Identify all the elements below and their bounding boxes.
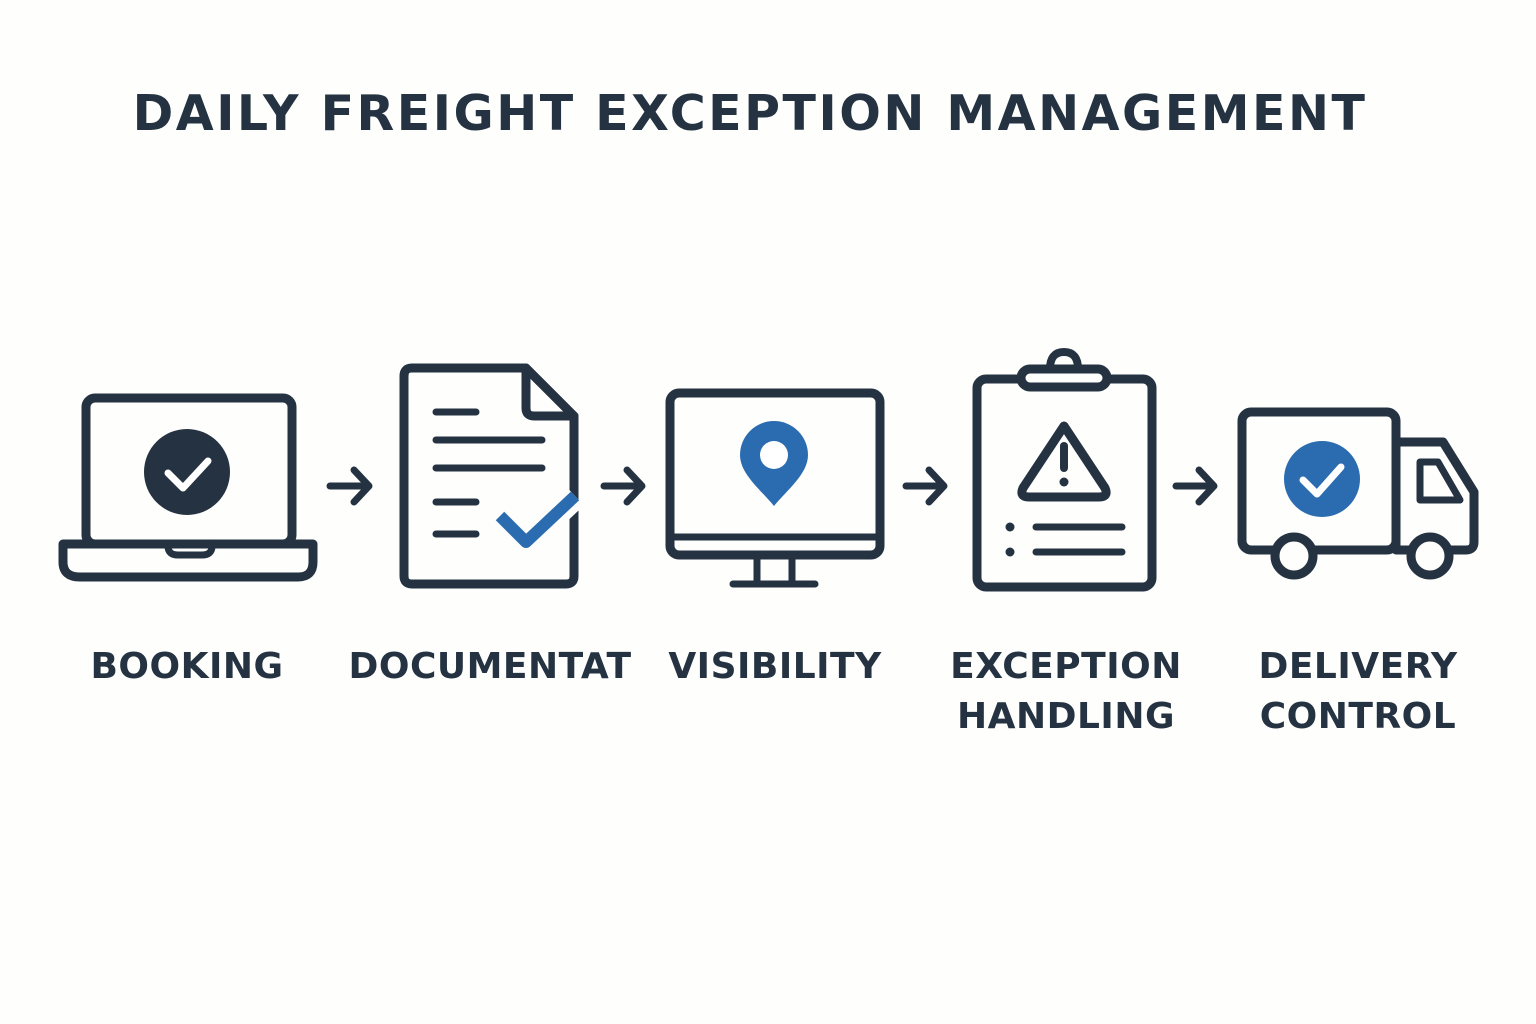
arrow-1 [326, 466, 373, 506]
step-label-line: VISIBILITY [668, 646, 882, 687]
step-label-line: BOOKING [90, 646, 284, 687]
step-label-line: HANDLING [956, 696, 1175, 737]
step-label-documentation: DOCUMENTAT [340, 642, 640, 692]
diagram-title: DAILY FREIGHT EXCEPTION MANAGEMENT [132, 85, 1368, 142]
arrow-3 [902, 466, 948, 506]
step-label-line: CONTROL [1259, 696, 1457, 737]
truck-check-icon [1237, 407, 1479, 580]
laptop-check-icon [58, 393, 318, 582]
monitor-location-icon [665, 388, 885, 588]
arrow-4 [1172, 466, 1218, 506]
step-label-visibility: VISIBILITY [625, 642, 925, 692]
step-label-line: DOCUMENTAT [348, 646, 632, 687]
step-label-exception-handling: EXCEPTION HANDLING [916, 642, 1216, 742]
step-label-line: DELIVERY [1258, 646, 1458, 687]
arrow-2 [600, 466, 646, 506]
step-label-line: EXCEPTION [950, 646, 1182, 687]
clipboard-warning-icon [972, 348, 1157, 592]
step-label-delivery-control: DELIVERY CONTROL [1208, 642, 1508, 742]
document-check-icon [399, 363, 584, 589]
step-label-booking: BOOKING [37, 642, 337, 692]
